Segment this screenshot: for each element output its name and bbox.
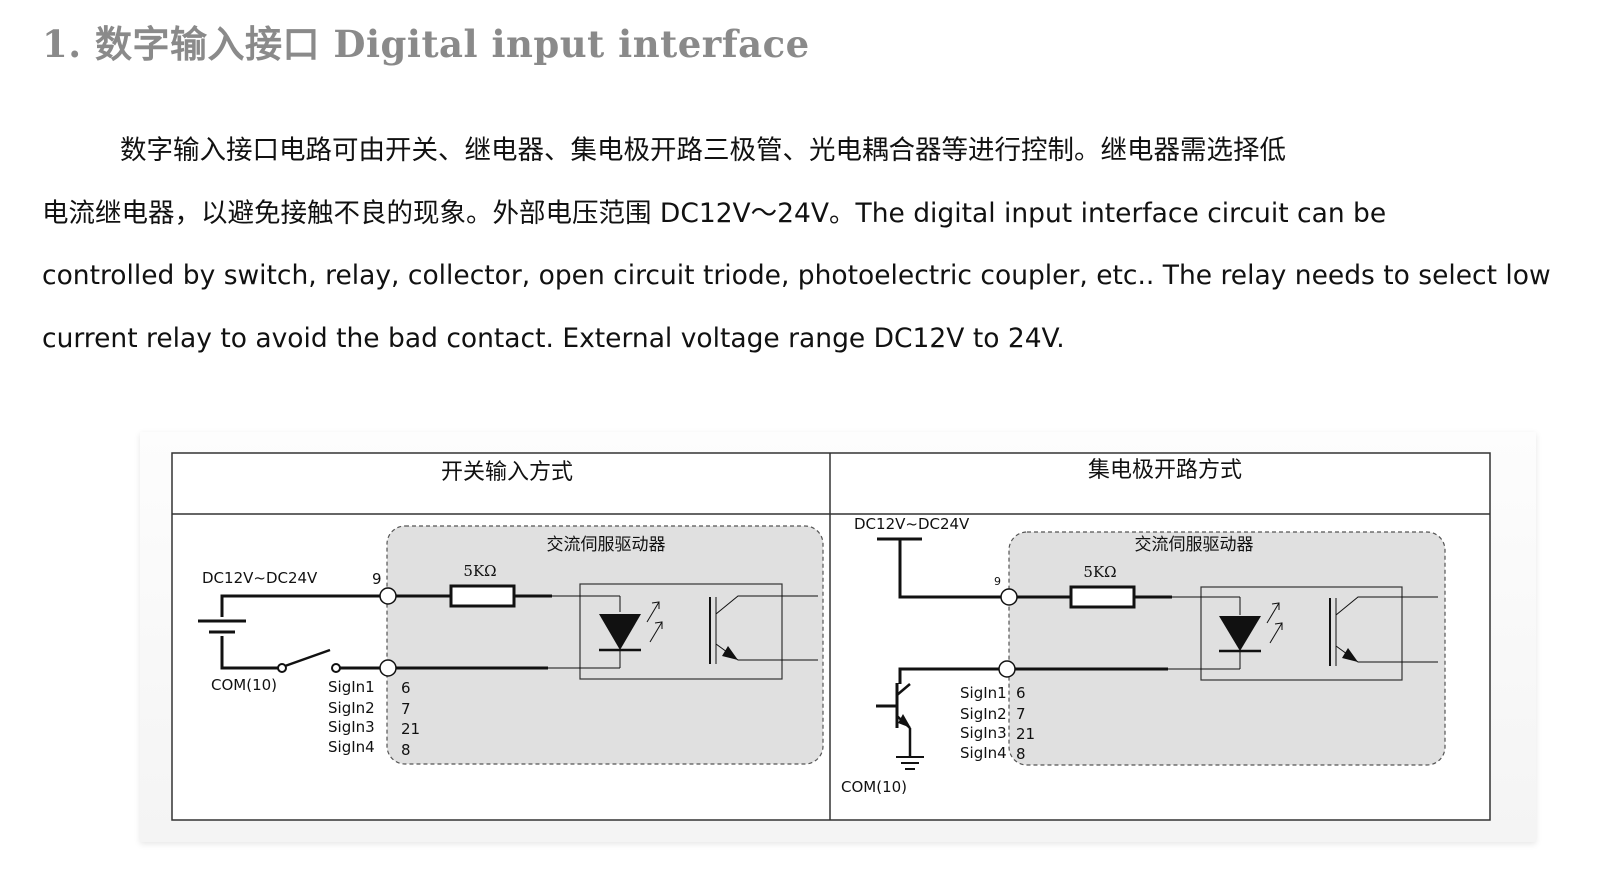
left-column-title: 开关输入方式: [441, 460, 573, 485]
pin-number: 7: [401, 700, 411, 718]
pin-number: 7: [1016, 705, 1026, 723]
light-arrowhead-1: [1271, 602, 1280, 610]
supply-wire: [220, 594, 380, 617]
supply-label: DC12V~DC24V: [202, 569, 318, 587]
transistor-collector-leg: [896, 683, 911, 696]
pin-number: 6: [1016, 684, 1026, 702]
paragraph-line: 电流继电器，以避免接触不良的现象。外部电压范围 DC12V～24V。The di…: [42, 197, 1387, 229]
switch-input-circuit: 开关输入方式 交流伺服驱动器 DC12V~DC24V 9 5KΩ COM(10): [198, 460, 824, 765]
transistor-collector: [1335, 596, 1438, 616]
light-arrow-2: [649, 621, 663, 643]
signal-label: SigIn2: [328, 699, 375, 717]
transistor-emitter-arrow: [898, 714, 911, 728]
signal-terminal: [379, 659, 397, 677]
pin-number: 6: [401, 679, 411, 697]
signal-label: SigIn1: [328, 678, 375, 696]
signal-label: SigIn2: [960, 705, 1007, 723]
com-label: COM(10): [841, 778, 907, 796]
pin-number: 21: [401, 720, 420, 738]
signal-label: SigIn3: [328, 718, 375, 736]
light-arrow-1: [1266, 602, 1280, 624]
light-arrow-1: [646, 601, 660, 623]
pin-9-label: 9: [372, 570, 382, 588]
light-arrowhead-1: [651, 601, 660, 609]
resistor: [449, 584, 516, 608]
pin-9-terminal: [379, 587, 397, 605]
section-heading: 1. 数字输入接口 Digital input interface: [42, 22, 810, 66]
optocoupler: [579, 583, 783, 680]
light-arrow-2: [1269, 622, 1283, 644]
signal-label: SigIn4: [960, 744, 1007, 762]
light-arrowhead-2: [1274, 622, 1283, 630]
resistor-label: 5KΩ: [1083, 563, 1116, 581]
signal-label: SigIn4: [328, 738, 375, 756]
light-arrowhead-2: [654, 621, 663, 629]
led-diode: [599, 614, 641, 650]
paragraph-line: controlled by switch, relay, collector, …: [42, 260, 1551, 291]
transistor-collector: [715, 595, 818, 615]
com-wire: [220, 636, 278, 670]
driver-label: 交流伺服驱动器: [547, 535, 666, 555]
pin-number: 8: [401, 741, 411, 759]
optocoupler: [1200, 586, 1403, 681]
emitter-arrow: [1342, 648, 1358, 662]
pin-number: 21: [1016, 725, 1035, 743]
led-diode: [1219, 616, 1261, 651]
signal-terminal: [998, 660, 1016, 678]
signal-label: SigIn3: [960, 724, 1007, 742]
emitter-arrow: [722, 646, 738, 660]
right-column-title: 集电极开路方式: [1088, 458, 1242, 483]
driver-box: [1008, 531, 1446, 766]
body-paragraph: 数字输入接口电路可由开关、继电器、集电极开路三极管、光电耦合器等进行控制。继电器…: [42, 120, 1552, 370]
supply-wire: [898, 539, 1001, 599]
resistor: [1069, 585, 1136, 609]
pin-9-label: 9: [994, 575, 1001, 588]
driver-label: 交流伺服驱动器: [1135, 535, 1254, 555]
com-label: COM(10): [211, 676, 277, 694]
collector-wire: [898, 667, 1001, 684]
paragraph-line: current relay to avoid the bad contact. …: [42, 322, 1065, 354]
supply-label: DC12V~DC24V: [854, 515, 970, 533]
pin-number: 8: [1016, 745, 1026, 763]
pin-9-terminal: [1000, 588, 1018, 606]
resistor-label: 5KΩ: [463, 562, 496, 580]
signal-label: SigIn1: [960, 684, 1007, 702]
switch-contact-b: [331, 663, 341, 673]
switch-contact-a: [277, 663, 287, 673]
switch-lever: [284, 648, 331, 668]
paragraph-line: 数字输入接口电路可由开关、继电器、集电极开路三极管、光电耦合器等进行控制。继电器…: [120, 135, 1286, 166]
driver-box: [386, 525, 824, 765]
open-collector-circuit: 集电极开路方式 交流伺服驱动器 DC12V~DC24V 9 5KΩ COM(10…: [841, 458, 1446, 796]
